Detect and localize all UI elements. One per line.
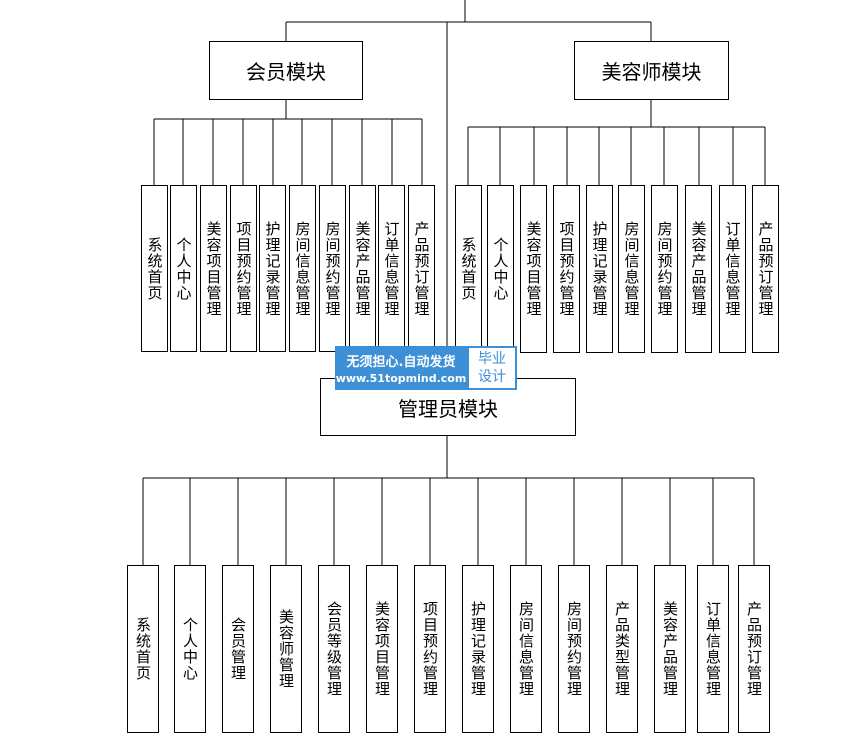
admin-item-node: 美容产品管理 <box>654 565 686 733</box>
admin-item-label: 订单信息管理 <box>704 601 722 697</box>
admin-item-node: 房间预约管理 <box>558 565 590 733</box>
member-item-node: 房间信息管理 <box>289 185 316 352</box>
admin-item-node: 产品预订管理 <box>738 565 770 733</box>
beautician-item-node: 系统首页 <box>455 185 482 353</box>
member-item-node: 系统首页 <box>141 185 168 352</box>
watermark-banner: 无须担心.自动发货 www.51topmind.com 毕业 设计 <box>335 346 517 390</box>
admin-item-node: 订单信息管理 <box>697 565 729 733</box>
admin-item-node: 美容项目管理 <box>366 565 398 733</box>
beautician-item-label: 房间信息管理 <box>622 221 641 317</box>
beautician-item-label: 项目预约管理 <box>557 221 576 317</box>
watermark-text-block: 无须担心.自动发货 www.51topmind.com <box>335 346 467 390</box>
admin-item-label: 护理记录管理 <box>469 601 487 697</box>
admin-item-label: 美容项目管理 <box>373 601 391 697</box>
member-item-label: 美容项目管理 <box>204 220 223 317</box>
watermark-badge: 毕业 设计 <box>469 348 515 388</box>
beautician-item-node: 房间信息管理 <box>618 185 645 353</box>
beautician-item-node: 产品预订管理 <box>752 185 779 353</box>
admin-item-node: 产品类型管理 <box>606 565 638 733</box>
member-item-node: 护理记录管理 <box>259 185 286 352</box>
admin-item-label: 产品类型管理 <box>613 601 631 697</box>
beautician-item-label: 房间预约管理 <box>655 221 674 317</box>
beautician-item-label: 系统首页 <box>459 237 478 301</box>
admin-item-label: 系统首页 <box>134 617 152 681</box>
admin-item-node: 项目预约管理 <box>414 565 446 733</box>
beautician-item-label: 个人中心 <box>491 237 510 301</box>
member-item-label: 个人中心 <box>174 236 193 301</box>
member-item-node: 房间预约管理 <box>319 185 346 352</box>
beautician-item-label: 美容产品管理 <box>689 221 708 317</box>
beautician-module-title: 美容师模块 <box>601 60 702 84</box>
admin-item-node: 护理记录管理 <box>462 565 494 733</box>
beautician-item-node: 美容产品管理 <box>685 185 712 353</box>
member-item-label: 系统首页 <box>145 236 164 301</box>
member-item-label: 护理记录管理 <box>263 220 282 317</box>
admin-item-label: 产品预订管理 <box>745 601 763 697</box>
member-module-title: 会员模块 <box>246 60 326 84</box>
watermark-slogan: 无须担心.自动发货 <box>346 355 456 370</box>
admin-item-node: 系统首页 <box>127 565 159 733</box>
beautician-item-node: 订单信息管理 <box>719 185 746 353</box>
member-item-label: 美容产品管理 <box>353 220 372 317</box>
beautician-item-node: 护理记录管理 <box>586 185 613 353</box>
admin-item-label: 项目预约管理 <box>421 601 439 697</box>
beautician-item-node: 美容项目管理 <box>520 185 547 353</box>
admin-item-label: 会员管理 <box>229 617 247 681</box>
watermark-badge-top: 毕业 <box>478 351 506 367</box>
member-item-node: 订单信息管理 <box>378 185 405 352</box>
admin-item-node: 美容师管理 <box>270 565 302 733</box>
beautician-item-node: 房间预约管理 <box>651 185 678 353</box>
member-item-label: 订单信息管理 <box>382 220 401 317</box>
admin-item-node: 会员管理 <box>222 565 254 733</box>
member-item-label: 产品预订管理 <box>412 220 431 317</box>
beautician-item-label: 产品预订管理 <box>756 221 775 317</box>
watermark-badge-bottom: 设计 <box>478 369 506 385</box>
member-item-node: 个人中心 <box>170 185 197 352</box>
admin-item-label: 房间预约管理 <box>565 601 583 697</box>
member-item-label: 房间信息管理 <box>293 220 312 317</box>
beautician-item-label: 订单信息管理 <box>723 221 742 317</box>
member-item-node: 美容产品管理 <box>349 185 376 352</box>
admin-item-node: 房间信息管理 <box>510 565 542 733</box>
member-item-label: 房间预约管理 <box>323 220 342 317</box>
watermark-url: www.51topmind.com <box>335 372 467 385</box>
member-item-label: 项目预约管理 <box>234 220 253 317</box>
member-module-node: 会员模块 <box>209 41 363 100</box>
beautician-module-node: 美容师模块 <box>574 41 729 100</box>
beautician-item-label: 美容项目管理 <box>524 221 543 317</box>
beautician-item-label: 护理记录管理 <box>590 221 609 317</box>
admin-module-title: 管理员模块 <box>398 396 498 421</box>
admin-item-label: 房间信息管理 <box>517 601 535 697</box>
member-item-node: 项目预约管理 <box>230 185 257 352</box>
admin-item-label: 个人中心 <box>181 617 199 681</box>
beautician-item-node: 项目预约管理 <box>553 185 580 353</box>
member-item-node: 产品预订管理 <box>408 185 435 352</box>
member-item-node: 美容项目管理 <box>200 185 227 352</box>
admin-item-label: 美容师管理 <box>277 609 295 689</box>
admin-item-label: 美容产品管理 <box>661 601 679 697</box>
admin-item-label: 会员等级管理 <box>325 601 343 697</box>
admin-item-node: 会员等级管理 <box>318 565 350 733</box>
beautician-item-node: 个人中心 <box>487 185 514 353</box>
admin-item-node: 个人中心 <box>174 565 206 733</box>
